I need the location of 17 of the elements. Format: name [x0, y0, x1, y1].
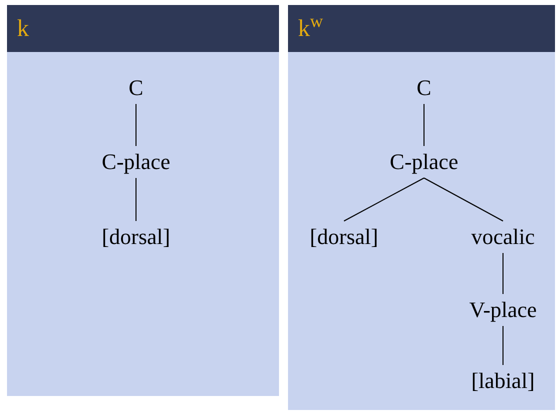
feature-label: C: [416, 74, 432, 102]
feature-label: C-place: [102, 148, 170, 176]
feature-label: V-place: [469, 296, 537, 324]
panel-title: k$^{w}$: [298, 16, 323, 40]
feature-label: C: [128, 74, 144, 102]
tree-branch: [424, 178, 504, 222]
feature-label: [dorsal]: [310, 223, 378, 251]
panel: [288, 5, 555, 410]
panel-title: k: [17, 16, 29, 40]
tree-branch: [344, 178, 424, 222]
feature-label: C-place: [390, 148, 458, 176]
tree-branch: [502, 326, 504, 366]
panel: [7, 5, 279, 396]
feature-label: [labial]: [471, 367, 535, 395]
feature-label: [dorsal]: [102, 223, 170, 251]
tree-branch: [502, 252, 504, 294]
feature-label: vocalic: [471, 223, 535, 251]
